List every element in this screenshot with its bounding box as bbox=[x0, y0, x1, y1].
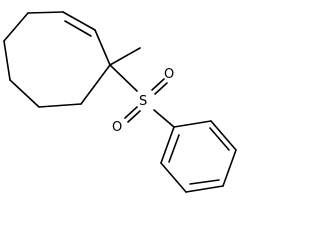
ring-double-bond-inner bbox=[64, 20, 92, 37]
phenyl-inner-double-bond bbox=[189, 179, 220, 185]
phenyl-inner-double-bond bbox=[168, 134, 180, 163]
s-o-bottom-bond-2 bbox=[127, 110, 141, 123]
sulfur-phenyl-bond bbox=[153, 109, 175, 128]
ring-bond bbox=[9, 79, 40, 108]
s-o-top-bond-2 bbox=[154, 82, 168, 95]
oxygen-bottom-atom-label: O bbox=[112, 120, 122, 135]
s-o-top-bond-1 bbox=[151, 78, 165, 91]
ring-bond bbox=[94, 29, 111, 66]
cyclooctene-ring bbox=[3, 11, 111, 108]
ring-bond bbox=[80, 64, 111, 105]
ring-double-bond-outer bbox=[62, 11, 96, 31]
phenyl-bond bbox=[222, 149, 237, 187]
phenyl-bond bbox=[210, 120, 237, 151]
phenyl-bond bbox=[160, 126, 175, 164]
ring-bond bbox=[3, 12, 29, 42]
carbon-sulfur-bond bbox=[109, 64, 138, 92]
s-o-bottom-bond-1 bbox=[124, 106, 138, 119]
ring-bond bbox=[38, 103, 82, 108]
methyl-bond bbox=[109, 47, 141, 66]
structure-diagram: S O O bbox=[3, 11, 237, 193]
ring-bond bbox=[3, 40, 11, 81]
phenyl-bond bbox=[160, 162, 187, 193]
phenyl-inner-double-bond bbox=[209, 127, 230, 151]
sulfonyl-oxygen-bonds bbox=[124, 78, 168, 123]
phenyl-ring bbox=[160, 120, 237, 193]
phenyl-bond bbox=[185, 185, 224, 193]
ring-bond bbox=[27, 11, 64, 14]
phenyl-bond bbox=[173, 120, 212, 128]
oxygen-top-atom-label: O bbox=[164, 67, 174, 82]
sulfur-atom-label: S bbox=[139, 94, 147, 109]
